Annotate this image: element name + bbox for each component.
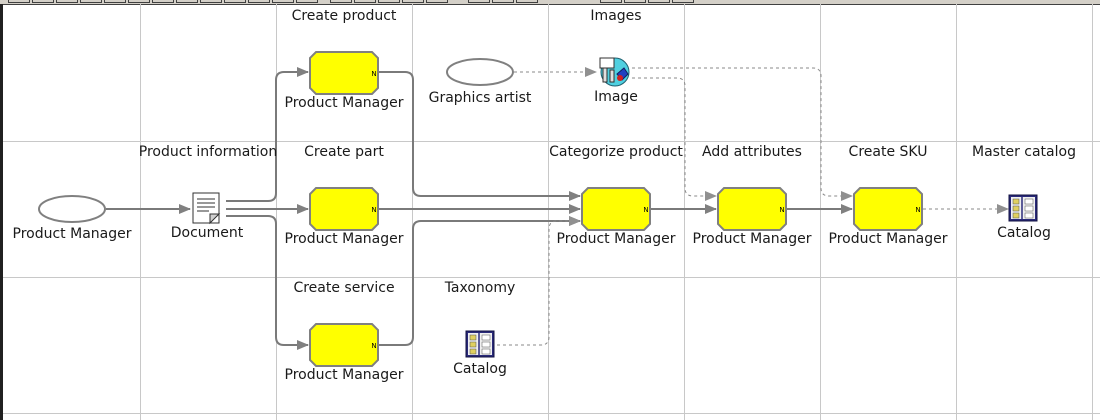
document-icon[interactable] [192, 192, 221, 225]
toolbar-button[interactable] [128, 0, 150, 3]
connector-create-service-to-categorize [379, 216, 581, 346]
connector-taxonomy-to-categorize [497, 216, 581, 346]
lane-label-add-attributes: Add attributes [702, 144, 802, 160]
connector-document-to-create-product [226, 67, 309, 202]
node-label-create-part-pm: Product Manager [284, 231, 404, 247]
process-node-create-product[interactable]: N [309, 51, 379, 95]
actor-start-node[interactable] [38, 195, 106, 223]
process-node-create-sku[interactable]: N [853, 187, 923, 231]
lane-label-images: Images [590, 8, 642, 24]
lane-label-create-product: Create product [291, 8, 397, 24]
lane-label-taxonomy: Taxonomy [444, 280, 516, 296]
node-label-taxonomy-catalog: Catalog [453, 361, 507, 377]
node-label-add-attributes-pm: Product Manager [692, 231, 812, 247]
connector-image-to-add-attributes [632, 77, 717, 201]
node-label-create-service-pm: Product Manager [284, 367, 404, 383]
process-node-create-part[interactable]: N [309, 187, 379, 231]
lane-label-create-part: Create part [304, 144, 384, 160]
toolbar-strip [0, 0, 1100, 5]
node-label-create-product-pm: Product Manager [284, 95, 404, 111]
node-badge: N [371, 206, 376, 214]
toolbar-button[interactable] [402, 0, 424, 3]
process-node-create-service[interactable]: N [309, 323, 379, 367]
node-label-document: Document [170, 225, 244, 241]
toolbar-button[interactable] [104, 0, 126, 3]
node-badge: N [371, 70, 376, 78]
toolbar-button[interactable] [330, 0, 352, 3]
dashed-connectors [497, 67, 1009, 346]
node-label-graphics-artist: Graphics artist [428, 90, 532, 106]
toolbar-button[interactable] [176, 0, 198, 3]
toolbar-button[interactable] [56, 0, 78, 3]
toolbar-button[interactable] [648, 0, 670, 3]
catalog-icon[interactable] [465, 330, 495, 358]
toolbar-button[interactable] [426, 0, 448, 3]
node-badge: N [779, 206, 784, 214]
toolbar-button[interactable] [672, 0, 694, 3]
connectors [106, 67, 853, 350]
node-label-image: Image [594, 89, 638, 105]
toolbar-button[interactable] [8, 0, 30, 3]
node-label-master-catalog: Catalog [997, 225, 1051, 241]
image-icon[interactable] [599, 57, 630, 87]
lane-label-create-sku: Create SKU [848, 144, 928, 160]
node-label-create-sku-pm: Product Manager [828, 231, 948, 247]
node-label-categorize-pm: Product Manager [556, 231, 676, 247]
node-badge: N [643, 206, 648, 214]
toolbar-button[interactable] [378, 0, 400, 3]
toolbar-button[interactable] [32, 0, 54, 3]
catalog-icon[interactable] [1008, 194, 1038, 222]
node-badge: N [371, 342, 376, 350]
lane-label-product-information: Product information [138, 144, 278, 160]
connector-create-product-to-categorize [379, 71, 581, 201]
toolbar-button[interactable] [80, 0, 102, 3]
toolbar-button[interactable] [492, 0, 514, 3]
toolbar-button[interactable] [354, 0, 376, 3]
swimlane-grid [3, 4, 1100, 420]
connector-image-to-create-sku [632, 67, 853, 201]
toolbar-button[interactable] [200, 0, 222, 3]
toolbar-button[interactable] [624, 0, 646, 3]
toolbar-button[interactable] [600, 0, 622, 3]
actor-graphics-artist-node[interactable] [446, 58, 514, 86]
toolbar-button[interactable] [516, 0, 538, 3]
lane-label-master-catalog: Master catalog [972, 144, 1076, 160]
lane-label-categorize-product: Categorize product [549, 144, 683, 160]
process-node-add-attributes[interactable]: N [717, 187, 787, 231]
toolbar-button[interactable] [468, 0, 490, 3]
toolbar-button[interactable] [296, 0, 318, 3]
lane-label-create-service: Create service [293, 280, 395, 296]
window-left-border [0, 4, 3, 420]
toolbar-button[interactable] [248, 0, 270, 3]
node-badge: N [915, 206, 920, 214]
toolbar-button[interactable] [152, 0, 174, 3]
process-node-categorize[interactable]: N [581, 187, 651, 231]
toolbar-button[interactable] [224, 0, 246, 3]
toolbar-button[interactable] [272, 0, 294, 3]
connector-document-to-create-service [226, 215, 309, 350]
node-label-start-actor: Product Manager [12, 226, 132, 242]
